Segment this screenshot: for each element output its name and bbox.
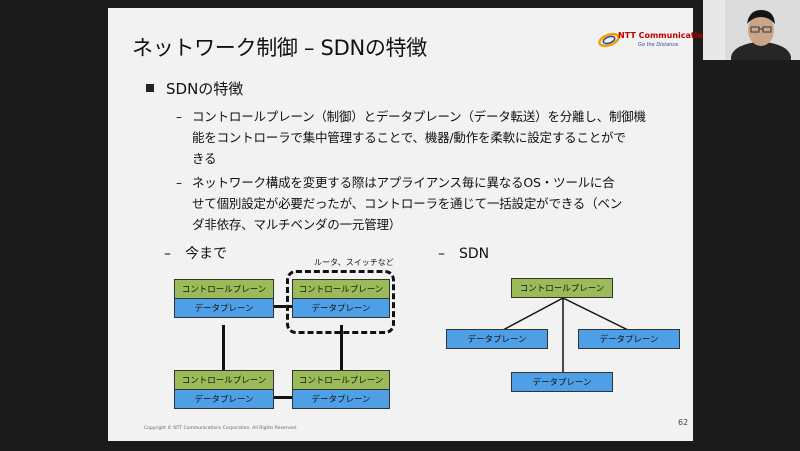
connector-line: [222, 325, 225, 371]
sub-bullet-2: ネットワーク構成を変更する際はアプライアンス毎に異なるOS・ツールに合 せて個別…: [192, 172, 647, 235]
sub-bullet-1-line: きる: [192, 151, 217, 166]
section-label-before: – 今まで: [164, 246, 227, 262]
bullet-square-icon: [146, 84, 154, 92]
section-label-sdn: – SDN: [438, 246, 490, 262]
sub-bullet-1: コントロールプレーン（制御）とデータプレーン（データ転送）を分離し、制御機 能を…: [192, 106, 647, 169]
connector-line: [274, 396, 292, 399]
page-number: 62: [678, 418, 689, 427]
connector-line: [340, 325, 343, 371]
group-label: ルータ、スイッチなど: [314, 258, 394, 267]
copyright-footer: Copyright © NTT Communications Corporati…: [144, 426, 298, 431]
sub-bullet-dash: –: [176, 176, 182, 190]
sub-bullet-dash: –: [176, 110, 182, 124]
data-plane-box: データプレーン: [174, 389, 274, 409]
bullet-heading: SDNの特徴: [166, 80, 244, 98]
data-plane-box: データプレーン: [292, 389, 390, 409]
slide-title: ネットワーク制御 – SDNの特徴: [132, 36, 427, 60]
webcam-video: [703, 0, 800, 60]
data-plane-box: データプレーン: [292, 298, 390, 318]
logo-text: NTT Communications: [618, 31, 714, 40]
company-logo: NTT Communications Go the Distance.: [598, 30, 713, 56]
connector-line: [274, 305, 292, 308]
sub-bullet-2-line: ネットワーク構成を変更する際はアプライアンス毎に異なるOS・ツールに合: [192, 175, 615, 190]
sub-bullet-2-line: せて個別設定が必要だったが、コントローラを通じて一括設定ができる（ベン: [192, 196, 623, 211]
presentation-slide: ネットワーク制御 – SDNの特徴 NTT Communications Go …: [108, 8, 713, 441]
sub-bullet-2-line: ダ非依存、マルチベンダの一元管理）: [192, 217, 402, 232]
sdn-data-plane-box: データプレーン: [578, 329, 680, 349]
sdn-connector-lines: [502, 297, 629, 372]
ntt-swoosh-icon: [598, 32, 620, 48]
data-plane-box: データプレーン: [174, 298, 274, 318]
logo-tagline: Go the Distance.: [638, 42, 680, 48]
sub-bullet-1-line: 能をコントローラで集中管理することで、機器/動作を柔軟に設定することがで: [192, 130, 626, 145]
sdn-controller-box: コントロールプレーン: [511, 278, 613, 298]
sdn-data-plane-box: データプレーン: [511, 372, 613, 392]
presenter-avatar: [703, 0, 800, 60]
sub-bullet-1-line: コントロールプレーン（制御）とデータプレーン（データ転送）を分離し、制御機: [192, 109, 646, 124]
sdn-data-plane-box: データプレーン: [446, 329, 548, 349]
